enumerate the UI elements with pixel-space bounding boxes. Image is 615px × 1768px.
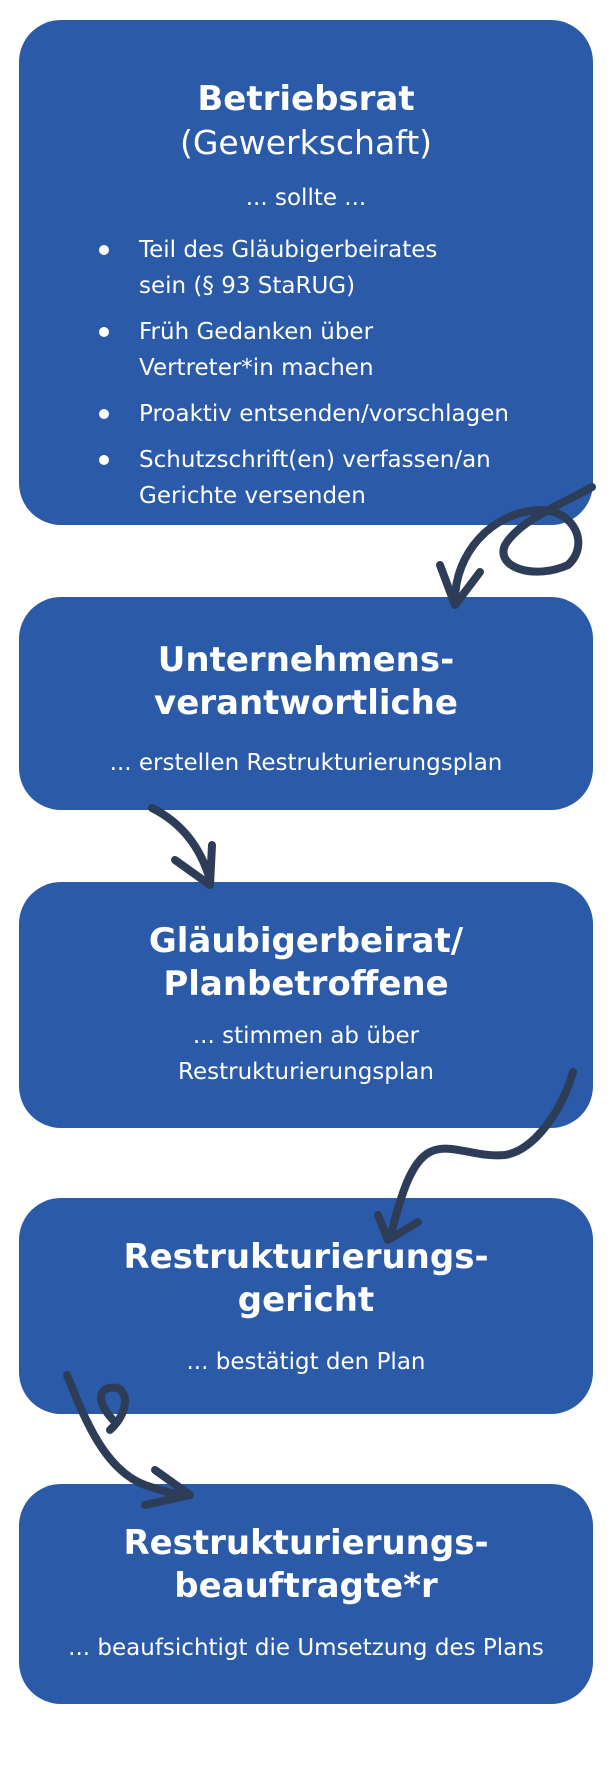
bullet-line: sein (§ 93 StaRUG) xyxy=(139,273,356,299)
bullet-line: Vertreter*in machen xyxy=(139,355,374,381)
bullet-line: Gerichte versenden xyxy=(139,483,366,509)
box-title-line: verantwortliche xyxy=(154,683,458,723)
box-glaeubigerbeirat: Gläubigerbeirat/ Planbetroffene ... stim… xyxy=(19,882,593,1128)
box-subtitle: ... bestätigt den Plan xyxy=(186,1349,426,1375)
box-subtitle: ... sollte ... xyxy=(245,185,367,211)
bullet-dot-icon xyxy=(99,245,109,255)
box-title-line: Gläubigerbeirat/ xyxy=(148,921,464,961)
box-title-secondary: (Gewerkschaft) xyxy=(179,123,433,162)
box-betriebsrat: Betriebsrat (Gewerkschaft) ... sollte ..… xyxy=(19,20,593,525)
box-subtitle: ... beaufsichtigt die Umsetzung des Plan… xyxy=(68,1635,544,1661)
bullet-item: Teil des Gläubigerbeirates sein (§ 93 St… xyxy=(99,232,593,304)
box-title-line: Restrukturierungs- xyxy=(123,1523,489,1563)
bullet-line: Früh Gedanken über xyxy=(139,319,374,345)
bullet-line: Proaktiv entsenden/vorschlagen xyxy=(139,401,509,427)
box-title-line: Restrukturierungs- xyxy=(123,1237,489,1277)
bullet-line: Schutzschrift(en) verfassen/an xyxy=(139,447,491,473)
bullet-dot-icon xyxy=(99,409,109,419)
box-title-line: Unternehmens- xyxy=(157,640,455,680)
arrow-2-icon xyxy=(148,804,216,889)
box-title-line: beauftragte*r xyxy=(174,1566,438,1606)
bullet-item: Früh Gedanken über Vertreter*in machen xyxy=(99,314,593,386)
bullet-dot-icon xyxy=(99,327,109,337)
box-title-line: gericht xyxy=(237,1280,375,1320)
bullet-item: Schutzschrift(en) verfassen/an Gerichte … xyxy=(99,442,593,514)
box-subtitle-line: Restrukturierungsplan xyxy=(178,1059,434,1085)
box-subtitle-line: ... stimmen ab über xyxy=(192,1023,420,1049)
box-unternehmensverantwortliche: Unternehmens- verantwortliche ... erstel… xyxy=(19,597,593,810)
box-restrukturierungsbeauftragte: Restrukturierungs- beauftragte*r ... bea… xyxy=(19,1484,593,1704)
box-restrukturierungsgericht: Restrukturierungs- gericht ... bestätigt… xyxy=(19,1198,593,1414)
bullet-line: Teil des Gläubigerbeirates xyxy=(139,237,438,263)
box-title-line: Planbetroffene xyxy=(163,964,449,1004)
bullet-list: Teil des Gläubigerbeirates sein (§ 93 St… xyxy=(19,232,593,514)
bullet-item: Proaktiv entsenden/vorschlagen xyxy=(99,396,593,432)
box-title: Betriebsrat xyxy=(197,79,415,119)
bullet-dot-icon xyxy=(99,455,109,465)
box-subtitle: ... erstellen Restrukturierungsplan xyxy=(109,750,503,776)
